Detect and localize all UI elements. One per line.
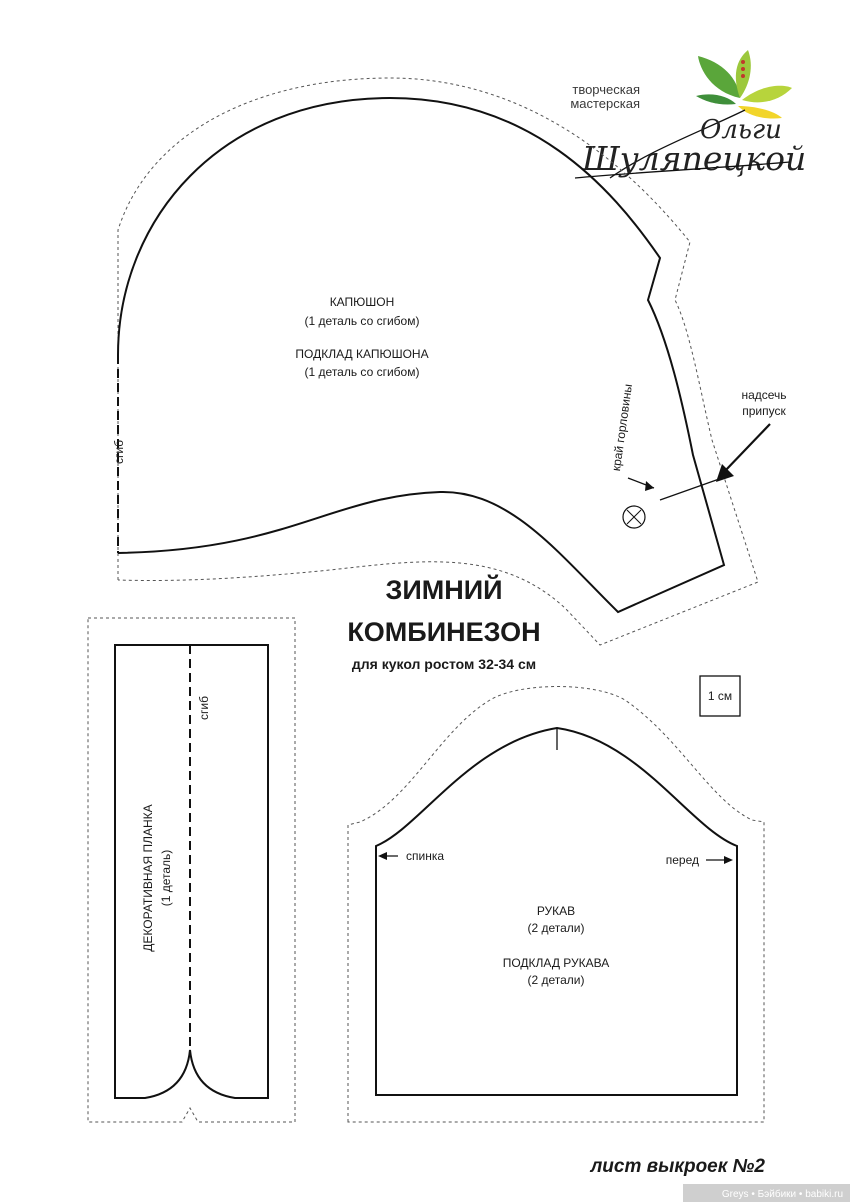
sheet-footer-title: лист выкроек №2 bbox=[589, 1156, 765, 1177]
hood-name-note: (1 деталь со сгибом) bbox=[305, 314, 420, 328]
strip-outline bbox=[114, 644, 269, 1099]
strip-fold-label: сгиб bbox=[197, 696, 211, 720]
notch-mark bbox=[659, 477, 723, 501]
sleeve-back-label: спинка bbox=[406, 849, 444, 863]
logo-line-1: творческая bbox=[572, 82, 640, 97]
watermark: Greys • Бэйбики • babiki.ru bbox=[683, 1184, 850, 1202]
brand-logo: творческая мастерская Ольги Шуляпецкой bbox=[570, 50, 806, 179]
logo-script-2: Шуляпецкой bbox=[581, 139, 806, 178]
brush-stroke bbox=[609, 109, 746, 179]
logo-script-1: Ольги bbox=[700, 115, 782, 145]
hood-lining: ПОДКЛАД КАПЮШОНА bbox=[295, 347, 428, 361]
neck-edge-arrowhead bbox=[645, 481, 654, 491]
hood-seam-allowance bbox=[117, 77, 759, 646]
strip-piece: сгиб ДЕКОРАТИВНАЯ ПЛАНКА (1 деталь) bbox=[87, 617, 296, 1123]
scale-box: 1 см bbox=[699, 675, 741, 717]
button-mark-icon bbox=[622, 505, 646, 529]
notch-arrowhead bbox=[716, 464, 734, 482]
neck-edge-label: край горловины bbox=[609, 383, 635, 472]
strip-note: (1 деталь) bbox=[159, 850, 173, 907]
scale-label: 1 см bbox=[708, 689, 732, 703]
title-line-2: КОМБИНЕЗОН bbox=[347, 617, 540, 647]
hood-name: КАПЮШОН bbox=[330, 295, 395, 309]
title-line-1: ЗИМНИЙ bbox=[385, 574, 502, 605]
logo-line-2: мастерская bbox=[570, 96, 640, 111]
title-subtitle: для кукол ростом 32-34 см bbox=[352, 656, 536, 672]
hood-piece: сгиб КАПЮШОН (1 деталь со сгибом) ПОДКЛА… bbox=[112, 77, 787, 646]
sleeve-name: РУКАВ bbox=[537, 904, 575, 918]
leaf-icon bbox=[696, 50, 792, 119]
hood-lining-note: (1 деталь со сгибом) bbox=[305, 365, 420, 379]
sleeve-front-label: перед bbox=[666, 853, 699, 867]
strip-name: ДЕКОРАТИВНАЯ ПЛАНКА bbox=[141, 804, 155, 951]
notch-label-1: надсечь bbox=[741, 388, 786, 402]
sleeve-seam-allowance bbox=[347, 686, 765, 1123]
watermark-text: Greys • Бэйбики • babiki.ru bbox=[722, 1188, 843, 1200]
pattern-title: ЗИМНИЙ КОМБИНЕЗОН для кукол ростом 32-34… bbox=[347, 574, 540, 672]
strip-seam-allowance bbox=[87, 617, 296, 1123]
hood-outline bbox=[117, 96, 726, 614]
notch-label-2: припуск bbox=[742, 404, 786, 418]
sleeve-name-note: (2 детали) bbox=[527, 921, 584, 935]
sleeve-lining: ПОДКЛАД РУКАВА bbox=[503, 956, 610, 970]
notch-arrow-line bbox=[723, 423, 771, 473]
script-underline bbox=[574, 161, 791, 179]
back-arrow-icon bbox=[378, 852, 387, 860]
hood-fold-label: сгиб bbox=[112, 440, 126, 464]
sleeve-lining-note: (2 детали) bbox=[527, 973, 584, 987]
front-arrow-icon bbox=[724, 856, 733, 864]
sleeve-piece: спинка перед РУКАВ (2 детали) ПОДКЛАД РУ… bbox=[347, 686, 765, 1123]
